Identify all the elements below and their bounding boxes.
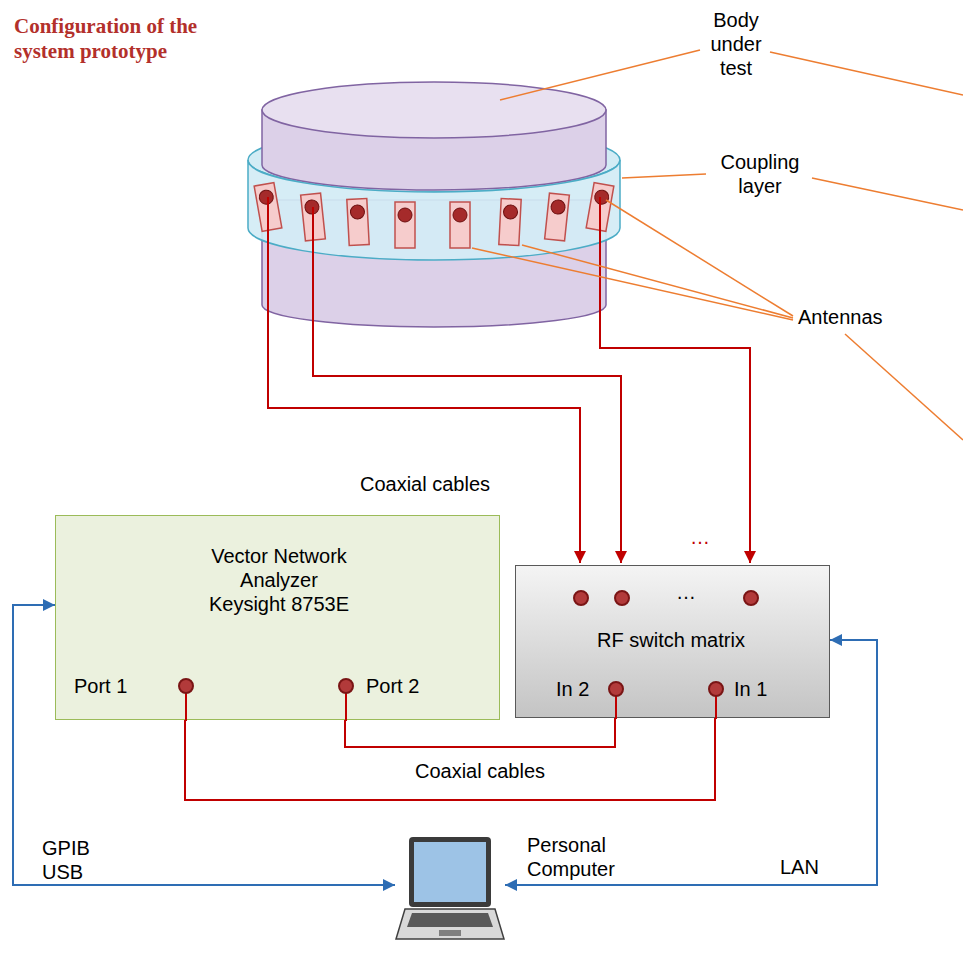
body-top	[262, 82, 606, 138]
coaxial-cable	[345, 718, 615, 747]
edge-label: Coaxial cables	[380, 759, 580, 783]
node-text: In 2	[556, 677, 606, 701]
antenna-feed	[304, 199, 319, 214]
leader-line	[845, 334, 963, 440]
coax-wire	[600, 197, 750, 563]
antenna-feed	[398, 208, 412, 222]
node-text: Vector Network Analyzer Keysight 8753E	[199, 544, 359, 616]
rf-connector	[708, 681, 724, 697]
antenna	[347, 199, 369, 246]
laptop-icon	[395, 835, 505, 945]
laptop-base	[396, 909, 504, 939]
leader-line	[622, 174, 706, 178]
antenna-feed	[594, 189, 610, 205]
diagram-title: Configuration of the system prototype	[14, 14, 229, 64]
part-label: Antennas	[798, 305, 908, 329]
edge-label: LAN	[780, 855, 840, 879]
coaxial-cable	[185, 718, 715, 800]
node-text: RF switch matrix	[571, 628, 771, 652]
rf-connector	[573, 590, 589, 606]
antenna-feed	[453, 208, 467, 222]
part-label: …	[680, 525, 720, 549]
node-text: Port 1	[74, 674, 154, 698]
laptop-screen	[414, 842, 486, 902]
rf-connector	[338, 678, 354, 694]
leader-line	[522, 245, 793, 318]
laptop-screen-frame	[409, 837, 491, 907]
instrument-box: Vector Network Analyzer Keysight 8753E Po…	[55, 515, 500, 720]
antenna-feed	[503, 205, 518, 220]
antenna-feed	[550, 199, 565, 214]
leader-line	[472, 248, 793, 320]
antenna-array	[254, 183, 614, 248]
node-text: In 1	[734, 677, 794, 701]
antenna	[499, 199, 521, 246]
antenna-feed	[350, 205, 365, 220]
laptop-keyboard	[407, 913, 493, 927]
leader-line	[500, 50, 700, 100]
rf-connector	[608, 681, 624, 697]
leader-line	[812, 178, 963, 210]
switch-box: … RF switch matrix In 2 In 1	[515, 565, 830, 718]
coupling-layer	[248, 160, 620, 260]
antenna-feed	[258, 189, 274, 205]
node-text: …	[656, 580, 716, 604]
antenna	[545, 193, 570, 241]
antenna	[450, 202, 470, 248]
rf-connector	[178, 678, 194, 694]
coax-wire	[268, 197, 580, 563]
leader-line	[770, 52, 963, 95]
part-label: Coaxial cables	[325, 472, 525, 496]
rf-connector	[614, 590, 630, 606]
edge-label: GPIB USB	[42, 836, 106, 884]
part-label: Coupling layer	[712, 150, 808, 198]
laptop-touchpad	[439, 930, 461, 936]
coax-wire	[313, 207, 621, 563]
node-text: Port 2	[366, 674, 446, 698]
computer-icon: Personal Computer	[395, 835, 505, 945]
node-text: Personal Computer	[527, 833, 632, 881]
rf-connector	[743, 590, 759, 606]
antenna	[395, 202, 415, 248]
part-label: Body under test	[705, 8, 767, 80]
